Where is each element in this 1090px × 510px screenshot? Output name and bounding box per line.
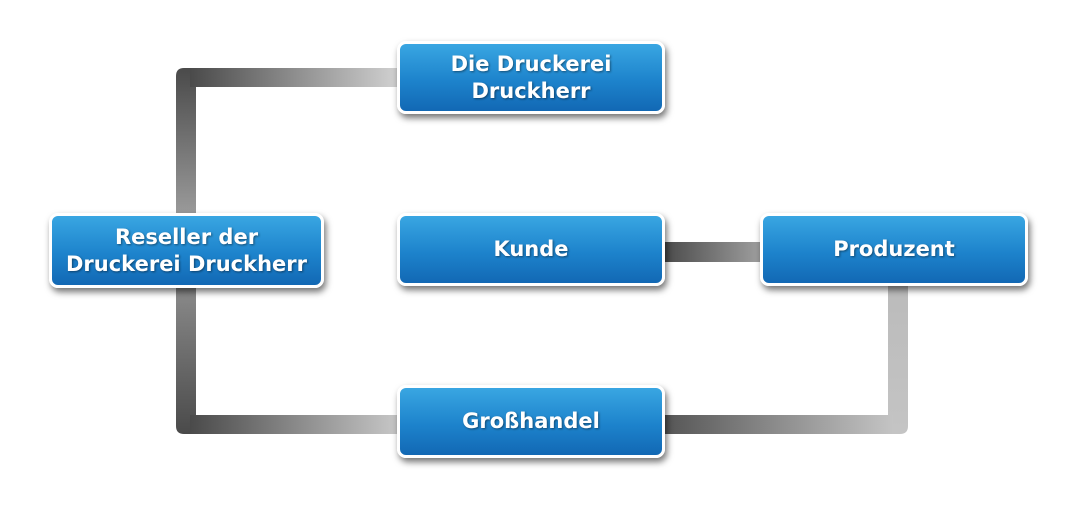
node-label-line: Druckerei Druckherr <box>66 251 307 276</box>
node-grosshandel: Großhandel <box>397 385 665 458</box>
node-label-line: Die Druckerei <box>450 52 612 77</box>
node-reseller: Reseller der Druckerei Druckherr <box>49 213 324 288</box>
connector-reseller-druckerei <box>176 68 400 214</box>
connector-kunde-produzent <box>663 242 763 262</box>
node-label-line: Reseller der <box>114 225 259 250</box>
node-label: Produzent <box>833 237 955 262</box>
connector-produzent-grosshandel <box>663 286 908 434</box>
node-label-line: Druckherr <box>471 78 591 103</box>
node-label: Großhandel <box>462 409 600 434</box>
node-produzent: Produzent <box>760 213 1028 286</box>
connector-reseller-grosshandel <box>176 288 400 434</box>
node-die-druckerei-druckherr: Die Druckerei Druckherr <box>397 41 665 114</box>
node-kunde: Kunde <box>397 213 665 286</box>
node-label: Kunde <box>493 237 569 262</box>
